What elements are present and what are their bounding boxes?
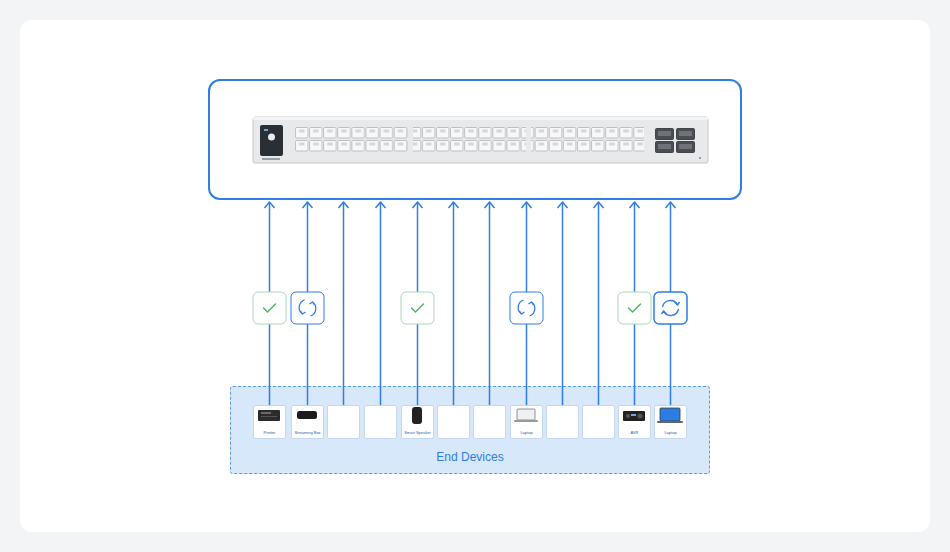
printer-icon bbox=[258, 410, 280, 421]
connector-arrow bbox=[303, 202, 313, 405]
connector-arrow bbox=[413, 202, 423, 405]
sfp-ports bbox=[655, 128, 695, 153]
arrow-head bbox=[339, 202, 349, 208]
switch-logo-mark bbox=[262, 158, 280, 160]
device-box: Printer bbox=[253, 405, 286, 439]
connector-arrow bbox=[485, 202, 495, 405]
avr-icon bbox=[623, 411, 645, 421]
connector-arrow bbox=[666, 202, 676, 405]
connector-line bbox=[307, 202, 309, 405]
connector-arrow bbox=[376, 202, 386, 405]
check-icon bbox=[618, 292, 651, 324]
check-icon bbox=[253, 292, 286, 324]
connector-line bbox=[562, 202, 564, 405]
laptop-icon bbox=[657, 408, 683, 423]
check-icon bbox=[401, 292, 434, 324]
connector-line bbox=[343, 202, 345, 405]
connector-arrow bbox=[594, 202, 604, 405]
arrow-head bbox=[594, 202, 604, 208]
arrow-head bbox=[558, 202, 568, 208]
sync-icon bbox=[510, 292, 543, 324]
switch-illustration bbox=[253, 117, 708, 163]
port-group bbox=[295, 127, 408, 153]
device-icons bbox=[258, 407, 683, 424]
connector-line bbox=[269, 202, 271, 405]
device-label: Streaming Box bbox=[294, 430, 320, 435]
device-box: AVR bbox=[618, 405, 651, 439]
device-box bbox=[473, 405, 506, 439]
device-box bbox=[582, 405, 615, 439]
device-box bbox=[546, 405, 579, 439]
connector-arrow bbox=[558, 202, 568, 405]
sync-icon bbox=[654, 292, 687, 324]
arrow-head bbox=[413, 202, 423, 208]
display-indicator bbox=[264, 129, 268, 131]
connector-line bbox=[417, 202, 419, 405]
switch-display bbox=[260, 125, 283, 156]
device-label: Smart Speaker bbox=[404, 430, 431, 435]
connector-arrow bbox=[449, 202, 459, 405]
connector-arrow bbox=[265, 202, 275, 405]
arrow-head bbox=[630, 202, 640, 208]
background-card bbox=[20, 20, 930, 532]
port-group bbox=[531, 127, 644, 153]
device-box bbox=[437, 405, 470, 439]
connector-arrow bbox=[339, 202, 349, 405]
switch-frame bbox=[208, 79, 742, 200]
connector-line bbox=[380, 202, 382, 405]
arrow-head bbox=[376, 202, 386, 208]
status-led bbox=[699, 157, 701, 159]
connector-line bbox=[453, 202, 455, 405]
speaker-icon bbox=[412, 407, 422, 424]
device-group-band: End Devices Printer Streaming Box Smart Spe… bbox=[230, 386, 710, 474]
arrow-head bbox=[265, 202, 275, 208]
device-label: AVR bbox=[631, 430, 639, 435]
device-box: Laptop bbox=[654, 405, 687, 439]
device-label: Laptop bbox=[520, 430, 532, 435]
device-box: Laptop bbox=[510, 405, 543, 439]
device-box: Smart Speaker bbox=[401, 405, 434, 439]
connector-line bbox=[670, 202, 672, 405]
device-box bbox=[364, 405, 397, 439]
device-box: Streaming Box bbox=[291, 405, 324, 439]
arrow-head bbox=[303, 202, 313, 208]
display-indicator bbox=[268, 134, 275, 141]
connector-arrow bbox=[630, 202, 640, 405]
laptop-icon bbox=[514, 409, 538, 422]
sync-icon bbox=[291, 292, 324, 324]
switch-top-edge bbox=[253, 117, 708, 120]
device-label: Printer bbox=[264, 430, 276, 435]
connector-arrow bbox=[522, 202, 532, 405]
connector-line bbox=[489, 202, 491, 405]
arrow-head bbox=[485, 202, 495, 208]
group-title: End Devices bbox=[231, 450, 709, 464]
arrow-head bbox=[666, 202, 676, 208]
streaming-box-icon bbox=[297, 411, 317, 419]
device-box bbox=[327, 405, 360, 439]
port-group bbox=[413, 127, 526, 153]
device-label: Laptop bbox=[664, 430, 676, 435]
connector-line bbox=[526, 202, 528, 405]
connector-line bbox=[634, 202, 636, 405]
connector-line bbox=[598, 202, 600, 405]
arrow-head bbox=[449, 202, 459, 208]
arrow-head bbox=[522, 202, 532, 208]
switch-chassis bbox=[253, 117, 708, 163]
